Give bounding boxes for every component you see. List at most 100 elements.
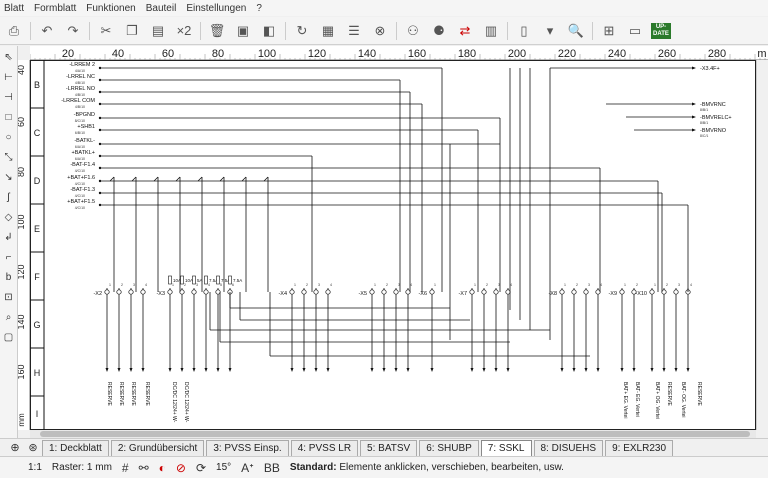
duplicate-icon[interactable]: ×2: [176, 23, 192, 38]
image-tool-icon[interactable]: ⊡: [4, 291, 13, 303]
grid-table-icon[interactable]: ▦: [321, 22, 335, 38]
tab-sheet-9[interactable]: 9: EXLR230: [605, 439, 674, 456]
toolbar-separator: [285, 21, 286, 40]
bold-text-icon[interactable]: BB: [263, 460, 280, 475]
frame-tool-icon[interactable]: ▢: [3, 331, 14, 343]
arrow-head: [494, 368, 498, 372]
redo-icon[interactable]: ↷: [67, 22, 79, 38]
delete-icon[interactable]: 🗑: [208, 22, 226, 38]
component-icon[interactable]: ⊗: [374, 22, 386, 38]
refresh-icon[interactable]: ↻: [296, 22, 308, 38]
book-icon[interactable]: ▥: [484, 22, 498, 38]
arrow-tool-icon[interactable]: ↘: [4, 171, 13, 183]
vertical-scrollbar[interactable]: [756, 60, 768, 430]
fuse-rating: 10A: [173, 278, 181, 283]
arrow-head: [584, 368, 588, 372]
connector-tool-icon[interactable]: ↲: [4, 231, 13, 243]
toolbar-separator: [30, 21, 31, 40]
menu-item-1[interactable]: Formblatt: [34, 2, 77, 14]
arrow-head: [216, 368, 220, 372]
rectangle-tool-icon[interactable]: □: [5, 111, 12, 123]
ruler-tick-label: m: [757, 48, 766, 60]
pin-number: 1: [434, 283, 436, 287]
tree-icon[interactable]: ⊞: [603, 22, 615, 38]
toolbar-separator: [200, 21, 201, 40]
menu-item-4[interactable]: Einstellungen: [186, 2, 247, 14]
symbol-tool-icon[interactable]: ⌐: [5, 251, 12, 263]
no-entry-icon[interactable]: ⊘: [175, 460, 186, 475]
add-sheet-icon[interactable]: ⊕: [10, 442, 20, 454]
pin-number: 1: [109, 283, 111, 287]
window-icon[interactable]: ▭: [628, 22, 642, 38]
tab-sheet-8[interactable]: 8: DISUEHS: [533, 439, 604, 456]
text-tool-icon[interactable]: b: [5, 271, 12, 283]
pin-number: 3: [588, 283, 590, 287]
tab-sheet-2[interactable]: 2: Grundübersicht: [110, 439, 205, 456]
curve-tool-icon[interactable]: ʃ: [7, 191, 10, 203]
pin-number: 1: [624, 283, 626, 287]
connector-label: -X9: [608, 291, 617, 297]
tab-sheet-3[interactable]: 3: PVSS Einsp.: [206, 439, 289, 456]
row-label: H: [34, 368, 41, 378]
snap-icon[interactable]: ⚯: [138, 460, 149, 475]
move-icon[interactable]: ▣: [236, 22, 250, 38]
copy-icon[interactable]: ❐: [126, 22, 138, 38]
grid-icon[interactable]: #: [121, 460, 129, 475]
menu-item-5[interactable]: ?: [256, 2, 262, 14]
magnet-icon[interactable]: ◐: [158, 460, 166, 475]
horizontal-scrollbar[interactable]: [30, 430, 756, 438]
print-icon[interactable]: ⎙: [8, 22, 20, 38]
undo-icon[interactable]: ↶: [41, 22, 53, 38]
destination-label: BAT- EG. Vertei: [634, 382, 640, 417]
rotate-icon[interactable]: ⟳: [195, 460, 207, 475]
signal-label: -X3.4F+: [700, 66, 720, 72]
scroll-thumb[interactable]: [40, 431, 750, 437]
list-icon[interactable]: ☰: [348, 22, 360, 38]
line-tool-icon[interactable]: ⊢: [4, 71, 13, 83]
wire-tool-icon[interactable]: ⊣: [4, 91, 13, 103]
ruler-unit-label: mm: [18, 413, 26, 427]
search-part-icon[interactable]: ⚇: [407, 22, 419, 38]
menu-bar: Blatt Formblatt Funktionen Bauteil Einstellu…: [0, 0, 768, 16]
wire: [131, 176, 137, 182]
menu-item-3[interactable]: Bauteil: [145, 2, 177, 14]
tab-sheet-1[interactable]: 1: Deckblatt: [42, 439, 109, 456]
pin-number: 1: [172, 283, 174, 287]
tab-sheet-4[interactable]: 4: PVSS LR: [290, 439, 359, 456]
select-arrow-icon[interactable]: ⇖: [4, 51, 13, 63]
circle-tool-icon[interactable]: ○: [5, 131, 12, 143]
polygon-tool-icon[interactable]: ◇: [4, 211, 13, 223]
sheet-settings-icon[interactable]: ⊛: [28, 442, 38, 454]
arrow-head: [394, 368, 398, 372]
part-icon[interactable]: ⚈: [433, 22, 445, 38]
ruler-tick-label: 220: [558, 48, 576, 60]
measure-tool-icon[interactable]: ⤡: [4, 151, 13, 163]
menu-item-0[interactable]: Blatt: [4, 2, 25, 14]
tab-sheet-6[interactable]: 6: SHUBP: [419, 439, 479, 456]
connect-icon[interactable]: ⇄: [459, 22, 471, 38]
tab-sheet-5[interactable]: 5: BATSV: [360, 439, 418, 456]
pin-number: 3: [398, 283, 400, 287]
signal-label: -BAT-F1.3: [70, 187, 95, 193]
signal-label: -LRREM 2: [69, 62, 95, 68]
ruler-tick-label: 40: [18, 65, 26, 75]
signal-ref: 4/C/10: [75, 182, 85, 186]
cut-icon[interactable]: ✂: [100, 22, 112, 38]
arrow-head: [314, 368, 318, 372]
stamp-icon[interactable]: ◧: [262, 22, 276, 38]
dropdown-icon[interactable]: ▾: [546, 22, 554, 38]
tab-sheet-7[interactable]: 7: SSKL: [480, 439, 532, 456]
pin-number: 1: [474, 283, 476, 287]
update-icon[interactable]: UP- DATE: [651, 21, 671, 41]
paste-icon[interactable]: ▤: [151, 22, 165, 38]
zoom-tool-icon[interactable]: ⌕: [5, 311, 12, 323]
wire: [219, 176, 225, 182]
zoom-icon[interactable]: 🔍: [567, 22, 585, 38]
page-icon[interactable]: ▯: [520, 22, 528, 38]
fuse-rating: 7.5A: [221, 278, 230, 283]
fuse-rating: 10A: [185, 278, 193, 283]
menu-item-2[interactable]: Funktionen: [86, 2, 136, 14]
text-size-icon[interactable]: Aᐩ: [241, 460, 254, 475]
